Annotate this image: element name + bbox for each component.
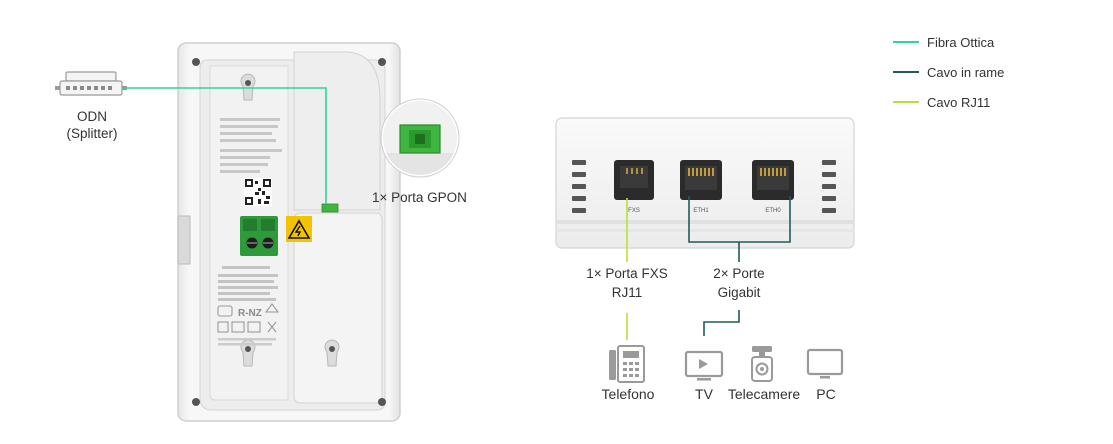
gigabit-ports-callout-line1: 2× Porte	[713, 266, 765, 281]
legend-label-fiber: Fibra Ottica	[927, 34, 995, 50]
device-label-tv: TV	[695, 386, 713, 402]
monitor-icon	[806, 348, 844, 379]
eth1-port	[680, 160, 722, 200]
fxs-port	[614, 160, 654, 200]
odn-label-line1: ODN	[77, 109, 107, 124]
power-terminal-block	[240, 216, 278, 256]
legend-line-copper	[893, 71, 919, 73]
device-label-telecamere: Telecamere	[727, 386, 801, 402]
gpon-port-zoom	[380, 98, 460, 178]
legend-line-rj11	[893, 101, 919, 103]
fxs-port-label: FXS	[628, 208, 640, 214]
gigabit-ports-callout: 2× Porte Gigabit	[689, 264, 789, 302]
ont-back-panel: R-NZ	[177, 42, 401, 422]
fxs-port-callout-line2: RJ11	[611, 285, 643, 300]
camera-icon	[751, 346, 773, 382]
fiber-line-odn-gpon	[122, 87, 327, 204]
legend-line-fiber	[893, 41, 919, 43]
device-label-telefono: Telefono	[601, 386, 655, 402]
odn-label-line2: (Splitter)	[66, 126, 118, 141]
copper-branch-devices	[703, 310, 740, 336]
warning-sticker	[286, 216, 312, 242]
device-label-pc: PC	[816, 386, 836, 402]
gpon-port-label: 1× Porta GPON	[372, 190, 467, 205]
ont-front-panel: FXS ETH1 ETH0	[555, 117, 855, 249]
eth0-port	[752, 160, 794, 200]
certification-text: R-NZ	[238, 308, 262, 319]
telephone-icon	[609, 345, 645, 383]
odn-splitter-icon	[55, 71, 127, 96]
fxs-port-callout-line1: 1× Porta FXS	[586, 266, 668, 281]
odn-label: ODN (Splitter)	[42, 108, 142, 142]
eth0-port-label: ETH0	[765, 208, 781, 214]
tv-icon	[684, 350, 724, 381]
legend-item-fiber: Fibra Ottica	[893, 33, 994, 51]
qr-code	[244, 178, 272, 206]
eth1-port-label: ETH1	[693, 208, 709, 214]
legend-item-copper: Cavo in rame	[893, 63, 1004, 81]
legend-item-rj11: Cavo RJ11	[893, 93, 990, 111]
fxs-port-callout: 1× Porta FXS RJ11	[572, 264, 682, 302]
gigabit-ports-callout-line2: Gigabit	[717, 285, 761, 300]
legend-label-copper: Cavo in rame	[927, 64, 1005, 80]
legend-label-rj11: Cavo RJ11	[927, 94, 991, 110]
